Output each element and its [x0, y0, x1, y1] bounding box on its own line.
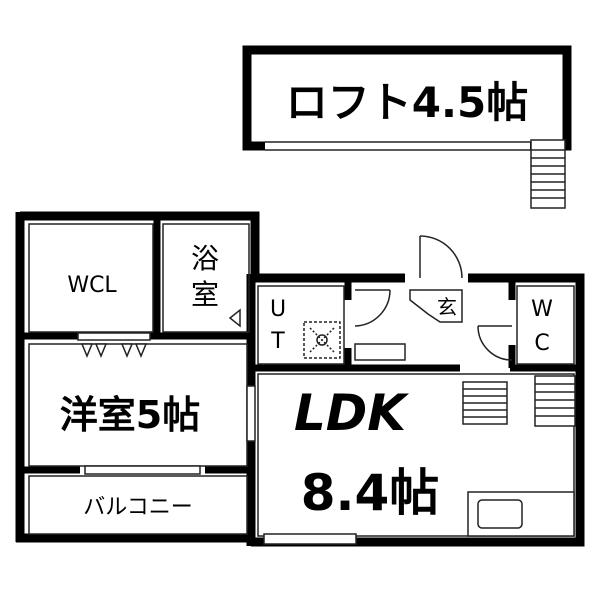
ldk-label: LDK: [294, 384, 409, 442]
western-room-label: 洋室5帖: [60, 393, 200, 437]
ut-label-bottom: T: [270, 329, 285, 354]
wcl-folding-door: [77, 332, 151, 358]
loft-area: [242, 45, 572, 209]
stairs-left: [462, 381, 508, 425]
ldk-size-label: 8.4帖: [301, 464, 440, 522]
doors: [77, 235, 513, 361]
wc-label-top: W: [531, 297, 553, 322]
kitchen-counter: [467, 491, 575, 537]
bath-label-top: 浴: [191, 242, 219, 275]
entrance-label: 玄: [437, 295, 457, 319]
wcl-label: WCL: [67, 273, 117, 298]
entrance-door: [419, 235, 463, 279]
bath-label-bottom: 室: [191, 278, 219, 311]
wc-label-bottom: C: [534, 331, 549, 356]
ut-door: [354, 289, 406, 361]
loft-label: ロフト4.5帖: [286, 78, 528, 127]
stairs-right: [534, 375, 576, 427]
interior-walls: [20, 216, 580, 474]
wc-door: [477, 325, 513, 361]
ut-label-top: U: [270, 297, 286, 322]
bath-door-mark: [228, 308, 241, 328]
loft-ladder: [530, 139, 566, 209]
balcony-label: バルコニー: [83, 495, 193, 520]
windows: [84, 385, 357, 545]
washer-pan-icon: [303, 321, 341, 359]
